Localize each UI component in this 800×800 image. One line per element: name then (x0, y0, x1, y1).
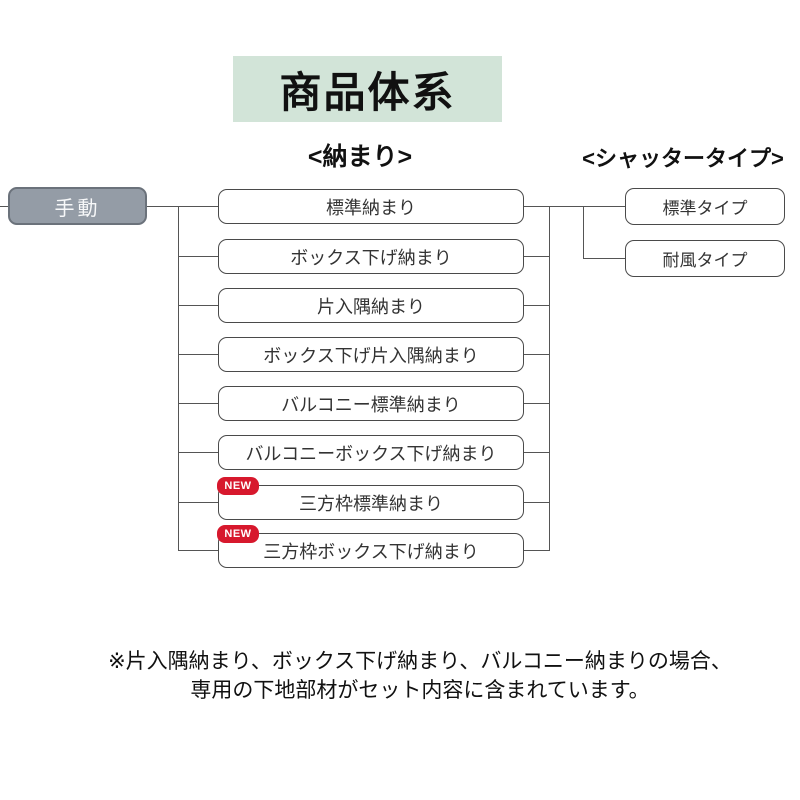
footnote: ※片入隅納まり、ボックス下げ納まり、バルコニー納まりの場合、 専用の下地部材がセ… (45, 647, 795, 705)
connector-line (178, 256, 218, 257)
fitting-label: ボックス下げ片入隅納まり (263, 345, 479, 366)
shutter-type-box-wind-resistant: 耐風タイプ (625, 240, 785, 277)
fitting-label: 片入隅納まり (317, 296, 425, 317)
fitting-label: 標準納まり (326, 197, 416, 218)
fitting-label: バルコニー標準納まり (281, 394, 461, 415)
connector-line (524, 256, 549, 257)
fitting-box-box-lowered-single-corner: ボックス下げ片入隅納まり (218, 337, 524, 372)
fitting-label: 三方枠ボックス下げ納まり (263, 541, 479, 562)
connector-line (549, 206, 550, 551)
connector-line (178, 452, 218, 453)
fitting-label: ボックス下げ納まり (290, 247, 452, 268)
connector-line (178, 206, 179, 551)
shutter-type-label: 標準タイプ (662, 199, 748, 218)
connector-line (178, 354, 218, 355)
fitting-label: 三方枠標準納まり (299, 493, 443, 514)
footnote-line-1: ※片入隅納まり、ボックス下げ納まり、バルコニー納まりの場合、 (108, 650, 732, 673)
connector-line (0, 206, 8, 207)
diagram-title-box: 商品体系 (233, 56, 502, 122)
new-badge: NEW (217, 477, 259, 495)
connector-line (524, 502, 549, 503)
shutter-column-header: <シャッタータイプ> (582, 146, 784, 171)
connector-line (583, 206, 584, 259)
shutter-type-label: 耐風タイプ (662, 251, 748, 270)
connector-line (524, 550, 549, 551)
connector-line (524, 305, 549, 306)
connector-line (524, 403, 549, 404)
diagram-title: 商品体系 (279, 68, 456, 116)
connector-line (178, 550, 218, 551)
root-node-manual: 手動 (8, 187, 147, 225)
fitting-box-standard: 標準納まり (218, 189, 524, 224)
connector-line (178, 305, 218, 306)
fitting-box-balcony-standard: バルコニー標準納まり (218, 386, 524, 421)
connector-line (524, 206, 625, 207)
fitting-label: バルコニーボックス下げ納まり (245, 443, 497, 464)
root-node-label: 手動 (54, 197, 101, 220)
footnote-line-2: 専用の下地部材がセット内容に含まれています。 (190, 679, 650, 702)
connector-line (524, 452, 549, 453)
connector-line (524, 354, 549, 355)
connector-line (147, 206, 178, 207)
fitting-box-three-side-frame-standard: NEW 三方枠標準納まり (217, 477, 524, 520)
connector-line (178, 403, 218, 404)
fitting-box-balcony-box-lowered: バルコニーボックス下げ納まり (218, 435, 524, 470)
fitting-column-header: <納まり> (307, 143, 413, 171)
connector-line (178, 502, 218, 503)
connector-line (583, 258, 625, 259)
connector-line (178, 206, 218, 207)
shutter-type-box-standard: 標準タイプ (625, 188, 785, 225)
fitting-box-single-corner: 片入隅納まり (218, 288, 524, 323)
fitting-box-box-lowered: ボックス下げ納まり (218, 239, 524, 274)
new-badge: NEW (217, 525, 259, 543)
fitting-box-three-side-frame-box-lowered: NEW 三方枠ボックス下げ納まり (217, 525, 524, 568)
